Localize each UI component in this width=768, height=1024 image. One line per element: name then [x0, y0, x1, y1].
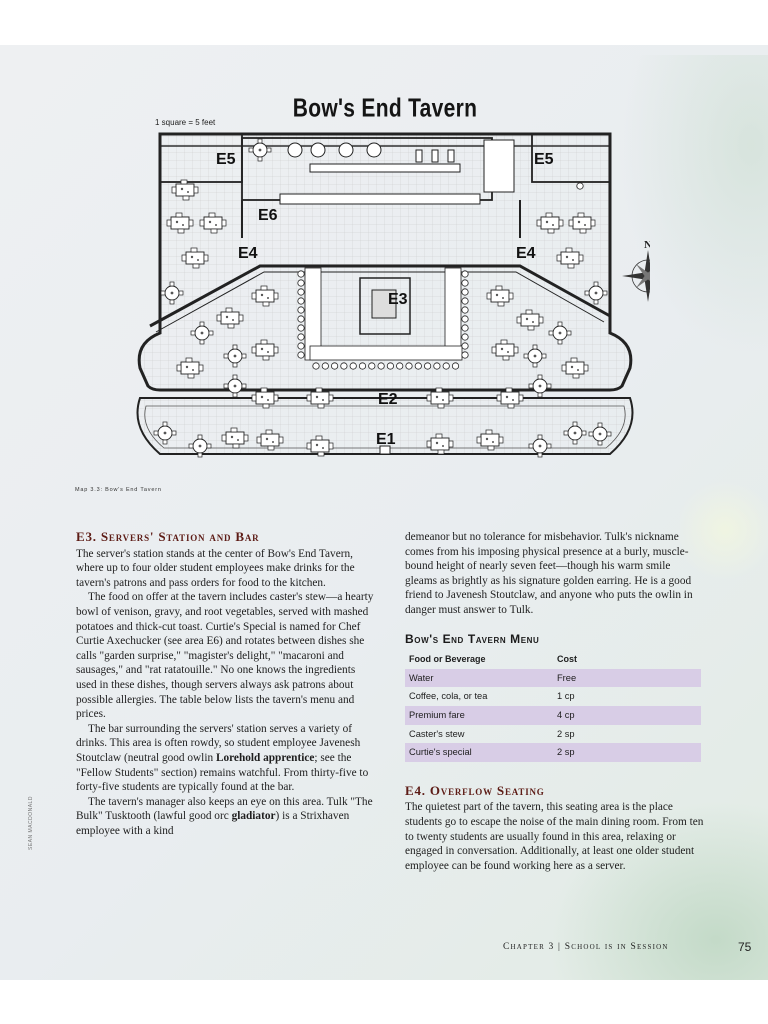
- section-heading-e4: E4. Overflow Seating: [405, 782, 545, 798]
- bar-stool: [377, 362, 385, 370]
- label-e6: E6: [258, 207, 278, 224]
- label-e5-left: E5: [216, 151, 236, 168]
- map-scale: 1 square = 5 feet: [155, 118, 216, 127]
- paragraph: demeanor but no tolerance for misbehavio…: [405, 531, 693, 616]
- bar-stool: [461, 297, 469, 305]
- bar-stool: [312, 362, 320, 370]
- bar-stool: [331, 362, 339, 370]
- bar-stool: [461, 324, 469, 332]
- label-e1: E1: [376, 431, 396, 448]
- bar-stool: [461, 351, 469, 359]
- bar-stool: [461, 315, 469, 323]
- bar-stool: [297, 270, 305, 278]
- label-e4-left: E4: [238, 245, 258, 262]
- bar-stool: [358, 362, 367, 370]
- bar-stool: [368, 362, 376, 370]
- bar-stool: [297, 351, 305, 359]
- artist-credit: SEAN MACDONALD: [28, 796, 34, 850]
- bar-stool: [297, 324, 305, 332]
- right-column: demeanor but no tolerance for misbehavio…: [405, 530, 705, 873]
- bar-stool: [297, 306, 305, 314]
- bar-stool: [433, 362, 441, 370]
- compass-rose-icon: N: [622, 239, 650, 302]
- section-heading-e3: E3. Servers' Station and Bar: [76, 529, 260, 544]
- label-e2: E2: [378, 391, 398, 408]
- bar-stool: [321, 362, 329, 370]
- page-number: 75: [738, 940, 752, 954]
- bar-stool: [461, 288, 469, 296]
- bar-stool: [461, 342, 469, 350]
- bar-stool: [349, 362, 357, 370]
- menu-heading: Bow's End Tavern Menu: [405, 631, 540, 646]
- menu-header-cost: Cost: [557, 654, 577, 665]
- bar-stool: [297, 297, 305, 305]
- bar-stool: [297, 315, 305, 323]
- bar-stool: [297, 333, 305, 341]
- label-e3: E3: [388, 291, 408, 308]
- paragraph: The server's station stands at the cente…: [76, 547, 355, 589]
- bar-stool: [414, 362, 422, 370]
- label-e5-right: E5: [534, 151, 554, 168]
- gladiator-term: gladiator: [231, 810, 276, 823]
- bar-stool: [340, 362, 348, 370]
- map-caption: Map 3.3: Bow's End Tavern: [75, 487, 162, 493]
- bar-stool: [297, 342, 305, 350]
- bar-stool: [442, 362, 450, 370]
- bar-stool: [386, 362, 395, 370]
- bar-stool: [461, 279, 469, 287]
- decorative-swirl: [548, 800, 768, 980]
- label-e4-right: E4: [516, 245, 536, 262]
- paragraph: The food on offer at the tavern includes…: [76, 591, 374, 721]
- decorative-swirl: [618, 55, 768, 355]
- bar-stool: [297, 279, 305, 287]
- left-column: E3. Servers' Station and Bar The server'…: [76, 529, 376, 838]
- bar-stool: [461, 270, 469, 278]
- bar-stool: [461, 306, 469, 314]
- menu-header-item: Food or Beverage: [409, 654, 486, 665]
- decorative-glow: [680, 475, 768, 585]
- lorehold-apprentice-term: Lorehold apprentice: [215, 751, 315, 764]
- tavern-map: E5 E5 E6 E4 E4 E3 E2 E1 N: [136, 132, 650, 458]
- bar-stool: [297, 288, 305, 296]
- bar-stool: [451, 362, 460, 370]
- bar-stool: [396, 362, 404, 370]
- paragraph: The tavern's manager also keeps an eye o…: [76, 795, 373, 837]
- chapter-footer: Chapter 3 | School is in Session: [503, 942, 669, 952]
- bar-stool: [461, 333, 469, 341]
- compass-north-label: N: [644, 239, 650, 251]
- map-title: Bow's End Tavern: [292, 94, 478, 123]
- bar-stool: [423, 362, 432, 370]
- bar-stool: [405, 362, 413, 370]
- paragraph: The quietest part of the tavern, this se…: [405, 801, 704, 872]
- paragraph: The bar surrounding the servers' station…: [76, 722, 369, 794]
